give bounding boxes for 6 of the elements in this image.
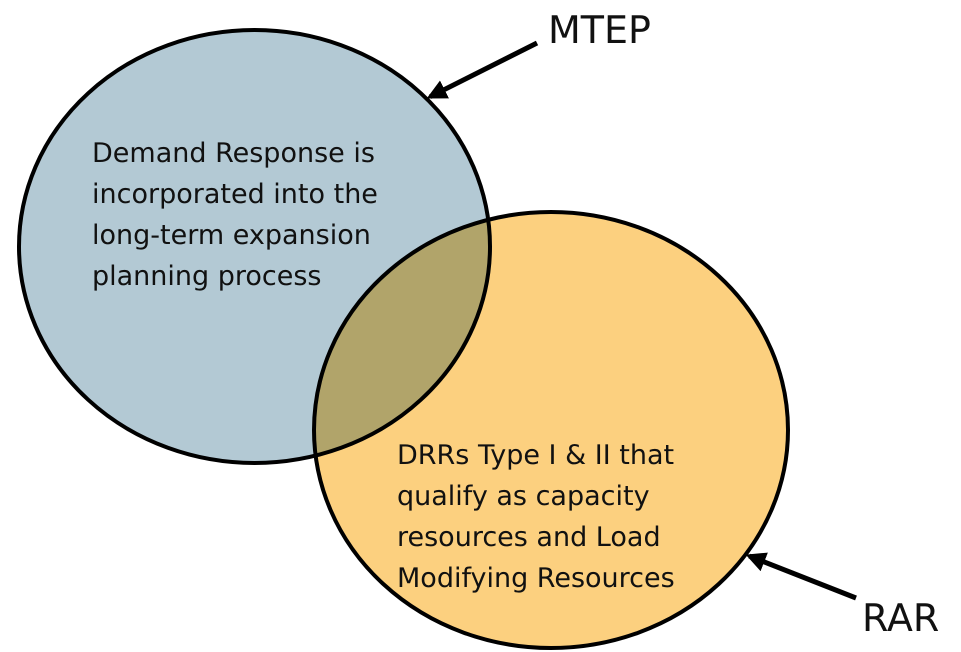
circle-text: DRRs Type I & II that qualify as capacity resources and Load Modifying Resources <box>397 439 676 596</box>
circle-text: Demand Response is incorporated into the long-term expansion planning process <box>92 137 379 294</box>
set-label: MTEP <box>548 7 652 54</box>
set-label: RAR <box>862 595 940 642</box>
arrow <box>426 40 538 99</box>
arrow <box>746 552 857 600</box>
